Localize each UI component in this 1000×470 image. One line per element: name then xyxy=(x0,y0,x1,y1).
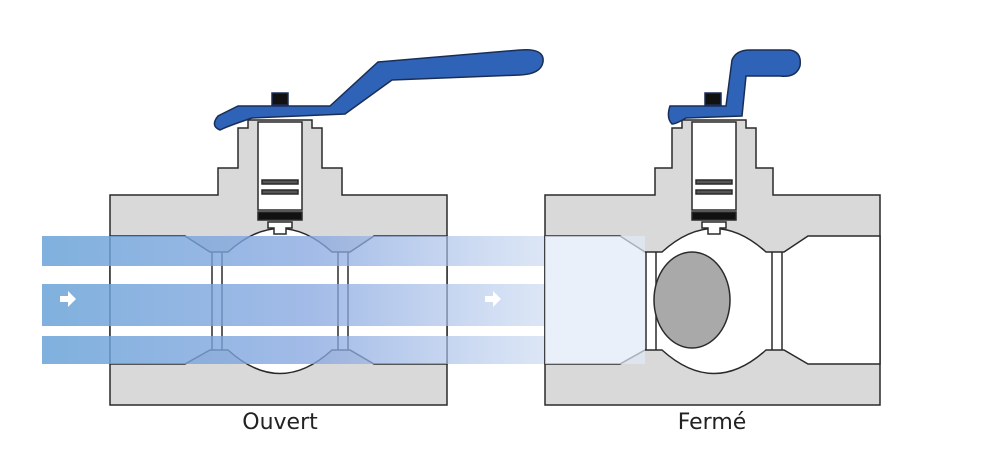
open-valve xyxy=(42,49,642,406)
open-valve-stem xyxy=(257,121,303,235)
open-valve-handle[interactable] xyxy=(213,49,544,131)
open-valve-label: Ouvert xyxy=(242,410,318,435)
closed-valve-handle[interactable] xyxy=(667,49,802,125)
closed-valve-ball xyxy=(645,251,783,350)
closed-valve-stem xyxy=(691,121,737,235)
open-valve-flow xyxy=(42,236,642,364)
right-arrow-icon xyxy=(485,291,501,307)
right-arrow-icon xyxy=(60,291,76,307)
closed-valve xyxy=(544,49,881,406)
closed-valve-label: Fermé xyxy=(677,410,747,435)
closed-valve-flow xyxy=(545,236,645,364)
